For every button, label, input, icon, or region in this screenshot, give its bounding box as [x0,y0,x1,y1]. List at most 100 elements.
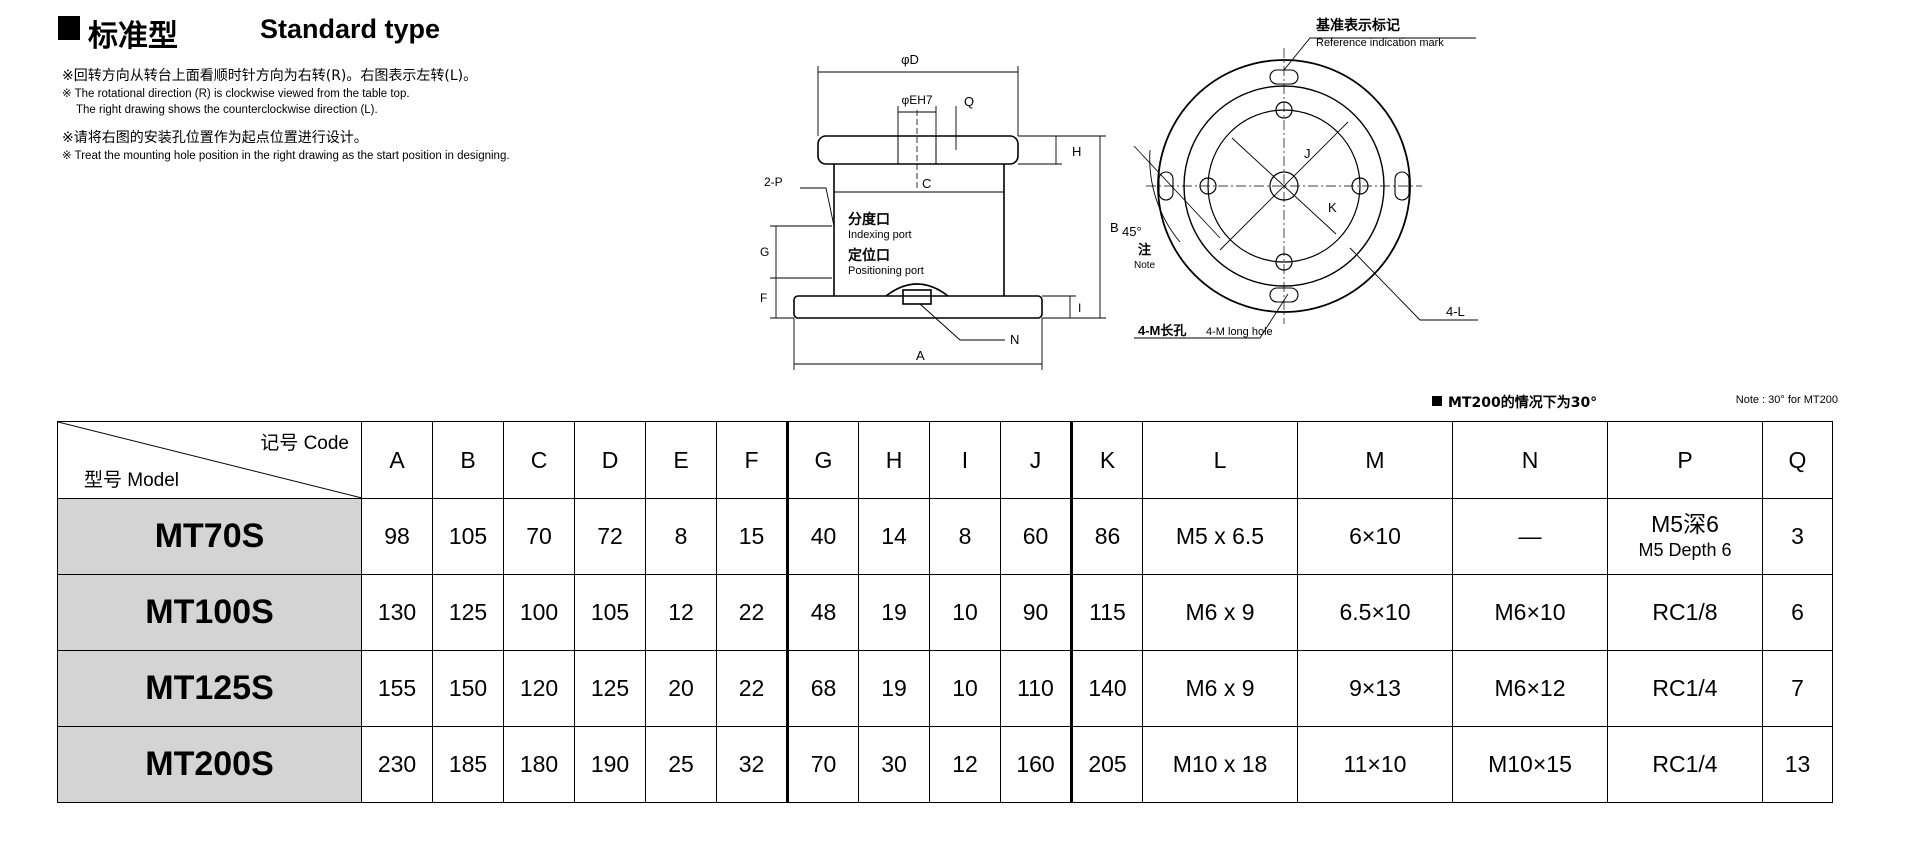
cell-I: 10 [929,650,1001,727]
col-header-M: M [1297,421,1453,499]
cell-C: 70 [503,498,575,575]
mt200-note: MT200的情况下为30° Note : 30° for MT200 [1432,392,1838,411]
col-header-F: F [716,421,788,499]
dim-N: N [1010,332,1019,347]
cell-K: 86 [1070,498,1143,575]
cell-P: RC1/4 [1607,650,1763,727]
note-en-mark: Note [1134,260,1156,271]
col-header-N: N [1452,421,1608,499]
cell-A: 130 [361,574,433,651]
cell-Q: 7 [1762,650,1833,727]
cell-B: 185 [432,726,504,803]
cell-H: 19 [858,650,930,727]
cell-N: M6×10 [1452,574,1608,651]
cell-L: M5 x 6.5 [1142,498,1298,575]
title-en: Standard type [260,14,441,44]
model-cell: MT200S [57,726,362,803]
cell-C: 180 [503,726,575,803]
cell-J: 60 [1000,498,1072,575]
dim-K: K [1328,200,1337,215]
model-cell: MT125S [57,650,362,727]
col-header-L: L [1142,421,1298,499]
cell-Q: 13 [1762,726,1833,803]
col-header-P: P [1607,421,1763,499]
cell-N: M10×15 [1452,726,1608,803]
table-header-row: 记号 Code 型号 Model A B C D E F G H I J K L… [57,421,1833,499]
notes-block: ※回转方向从转台上面看顺时针方向为右转(R)。右图表示左转(L)。 ※ The … [62,66,752,164]
cell-E: 8 [645,498,717,575]
table-corner-cell: 记号 Code 型号 Model [57,421,362,499]
cell-P-line2: M5 Depth 6 [1638,539,1732,560]
ref-mark-zh: 基准表示标记 [1316,17,1400,33]
cell-K: 140 [1070,650,1143,727]
corner-code-label: 记号 Code [260,433,349,454]
note-rotation-zh: ※回转方向从转台上面看顺时针方向为右转(R)。右图表示左转(L)。 [62,68,478,84]
col-header-I: I [929,421,1001,499]
side-view-drawing: φD φEH7 Q H C B 2-P 分度口 Indexing port 定位… [760,52,1119,370]
model-cell: MT70S [57,498,362,575]
col-header-B: B [432,421,504,499]
dim-C: C [922,176,931,191]
title-zh: 标准型 [88,19,178,54]
positioning-port-zh: 定位口 [848,247,890,263]
cell-L: M6 x 9 [1142,574,1298,651]
cell-N: M6×12 [1452,650,1608,727]
dim-2P: 2-P [764,175,783,189]
cell-E: 12 [645,574,717,651]
cell-B: 125 [432,574,504,651]
cell-G: 40 [786,498,859,575]
dim-phiD: φD [901,52,919,67]
note-mounting-zh: ※请将右图的安装孔位置作为起点位置进行设计。 [62,130,368,146]
note-rotation-en-1: ※ The rotational direction (R) is clockw… [62,88,410,100]
dim-B: B [1110,220,1119,235]
model-cell: MT100S [57,574,362,651]
cell-A: 98 [361,498,433,575]
dim-I: I [1078,301,1081,315]
cell-K: 205 [1070,726,1143,803]
cell-C: 100 [503,574,575,651]
cell-J: 160 [1000,726,1072,803]
cell-D: 105 [574,574,646,651]
cell-C: 120 [503,650,575,727]
col-header-H: H [858,421,930,499]
cell-I: 12 [929,726,1001,803]
col-header-Q: Q [1762,421,1833,499]
dim-G: G [760,245,769,259]
col-header-A: A [361,421,433,499]
top-view-drawing: 基准表示标记 Reference indication mark J K 45°… [1122,17,1478,339]
dim-4M-zh: 4-M长孔 [1138,323,1186,338]
cell-B: 105 [432,498,504,575]
angle-45: 45° [1122,224,1142,239]
cell-H: 19 [858,574,930,651]
cell-D: 72 [574,498,646,575]
cell-F: 22 [716,650,788,727]
dim-4L: 4-L [1446,304,1465,319]
cell-G: 70 [786,726,859,803]
cell-Q: 3 [1762,498,1833,575]
indexing-port-zh: 分度口 [848,211,890,227]
cell-J: 90 [1000,574,1072,651]
cell-A: 155 [361,650,433,727]
dim-F: F [760,291,767,305]
corner-diagonal [58,422,361,498]
cell-K: 115 [1070,574,1143,651]
note-mounting-en: ※ Treat the mounting hole position in th… [62,150,510,162]
cell-N: — [1452,498,1608,575]
indexing-port-en: Indexing port [848,229,912,241]
cell-F: 15 [716,498,788,575]
cell-E: 25 [645,726,717,803]
table-row: MT70S 98 105 70 72 8 15 40 14 8 60 86 M5… [57,498,1833,575]
cell-M: 11×10 [1297,726,1453,803]
title-square-icon [58,16,80,40]
cell-P: RC1/4 [1607,726,1763,803]
cell-P-line1: M5深6 [1651,510,1719,537]
cell-I: 10 [929,574,1001,651]
cell-H: 14 [858,498,930,575]
dim-Q: Q [964,94,974,109]
note-mt200-en: Note : 30° for MT200 [1735,394,1838,406]
col-header-D: D [574,421,646,499]
cell-M: 6.5×10 [1297,574,1453,651]
note-square-icon [1432,396,1442,406]
cell-B: 150 [432,650,504,727]
dim-J: J [1304,146,1311,161]
